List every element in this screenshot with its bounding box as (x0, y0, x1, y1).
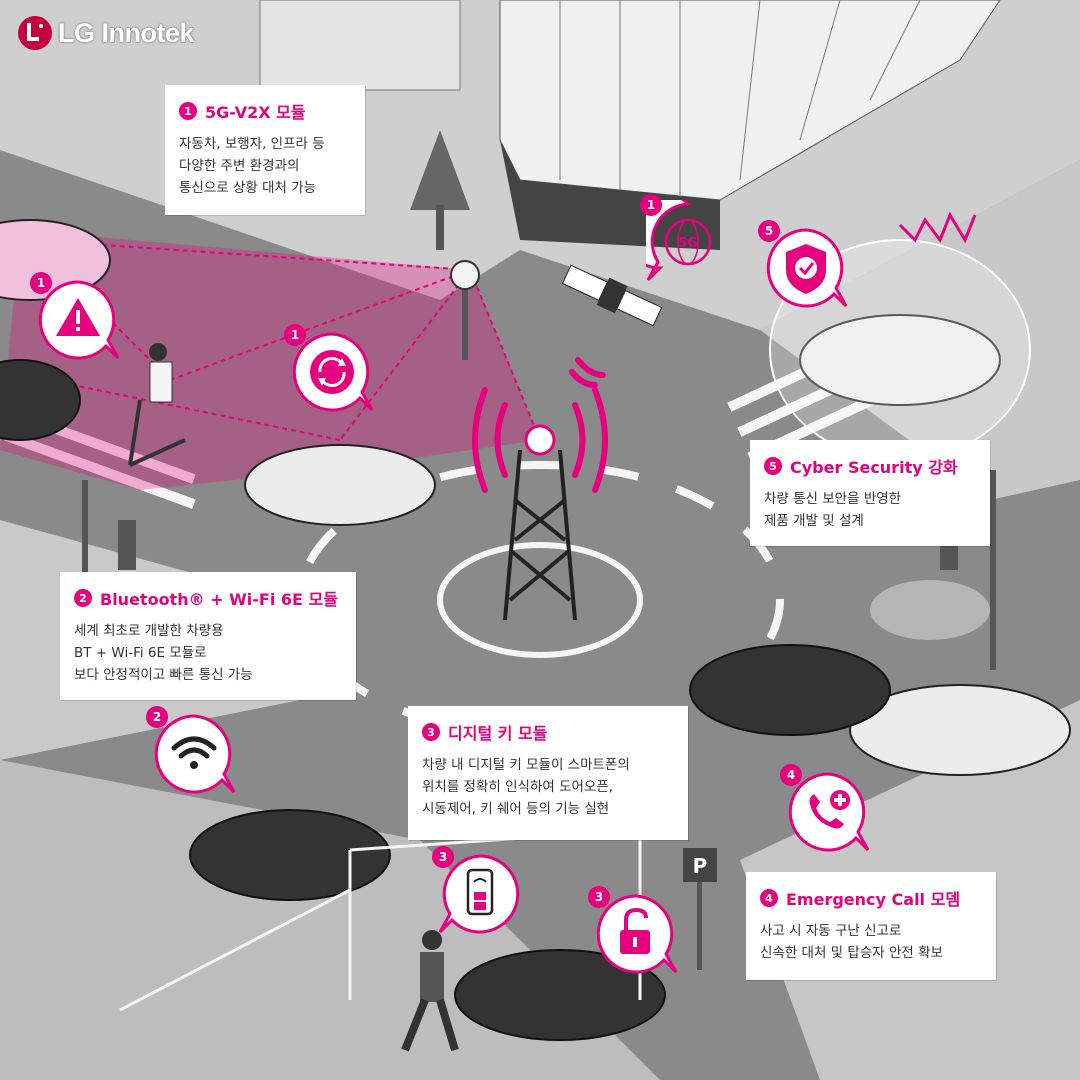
module-number: 1 (179, 102, 197, 120)
bubble-shield: 5 (758, 220, 848, 314)
bubble-number: 1 (30, 272, 52, 294)
module-box-bluetooth-wifi: 2 Bluetooth® + Wi-Fi 6E 모듈 세계 최초로 개발한 차량용… (60, 572, 356, 700)
wifi-icon (154, 714, 236, 794)
bubble-number: 1 (640, 194, 662, 216)
emergency-call-icon (788, 772, 870, 852)
module-box-emergency-call: 4 Emergency Call 모뎀 사고 시 자동 구난 신고로 신속한 대처… (746, 872, 996, 980)
bubble-number: 1 (284, 324, 306, 346)
brand-name: LG Innotek (58, 17, 195, 48)
warning-icon (38, 280, 120, 360)
module-description: 차량 통신 보안을 반영한 제품 개발 및 설계 (764, 491, 902, 529)
module-title-text: Emergency Call 모뎀 (786, 890, 961, 909)
bubble-number: 3 (588, 886, 610, 908)
smartphone-key-icon (438, 854, 520, 934)
module-title-text: 5G-V2X 모듈 (205, 103, 306, 122)
module-title: 4 Emergency Call 모뎀 (760, 886, 984, 910)
bubble-5g: 1 5G (620, 190, 730, 288)
module-description: 자동차, 보행자, 인프라 등 다양한 주변 환경과의 통신으로 상황 대처 가… (179, 136, 325, 196)
module-box-digital-key: 3 디지털 키 모듈 차량 내 디지털 키 모듈이 스마트폰의 위치를 정확히 인… (408, 706, 688, 840)
bubble-number: 3 (432, 846, 454, 868)
brand-logo: LG Innotek (18, 16, 195, 50)
sync-arrows-icon (292, 332, 374, 412)
bubble-number: 2 (146, 706, 168, 728)
bubble-smartphone-key: 3 (432, 846, 524, 940)
lg-logo-icon (18, 16, 52, 50)
module-box-5g-v2x: 1 5G-V2X 모듈 자동차, 보행자, 인프라 등 다양한 주변 환경과의 통… (165, 85, 365, 215)
module-description: 사고 시 자동 구난 신고로 신속한 대처 및 탑승자 안전 확보 (760, 923, 943, 961)
bubble-number: 5 (758, 220, 780, 242)
unlock-icon (596, 894, 678, 974)
module-title-text: Cyber Security 강화 (790, 458, 958, 477)
module-number: 3 (422, 723, 440, 741)
shield-check-icon (766, 228, 848, 308)
module-title: 3 디지털 키 모듈 (422, 720, 676, 744)
bubble-wifi: 2 (146, 706, 238, 800)
module-title-text: 디지털 키 모듈 (448, 724, 548, 743)
module-number: 2 (74, 589, 92, 607)
module-description: 세계 최초로 개발한 차량용 BT + Wi-Fi 6E 모듈로 보다 안정적이… (74, 623, 253, 683)
module-number: 5 (764, 457, 782, 475)
module-number: 4 (760, 889, 778, 907)
parking-sign: P (693, 854, 708, 878)
bubble-unlock: 3 (588, 886, 680, 980)
module-title: 1 5G-V2X 모듈 (179, 99, 353, 123)
bubble-sync: 1 (284, 324, 374, 418)
module-title-text: Bluetooth® + Wi-Fi 6E 모듈 (100, 590, 338, 609)
bubble-warning: 1 (30, 272, 120, 366)
bubble-number: 4 (780, 764, 802, 786)
module-title: 2 Bluetooth® + Wi-Fi 6E 모듈 (74, 586, 344, 610)
5g-label: 5G (678, 236, 698, 251)
module-description: 차량 내 디지털 키 모듈이 스마트폰의 위치를 정확히 인식하여 도어오픈, … (422, 757, 630, 817)
module-title: 5 Cyber Security 강화 (764, 454, 978, 478)
bubble-emergency-call: 4 (780, 764, 872, 858)
module-box-cyber-security: 5 Cyber Security 강화 차량 통신 보안을 반영한 제품 개발 및… (750, 440, 990, 546)
